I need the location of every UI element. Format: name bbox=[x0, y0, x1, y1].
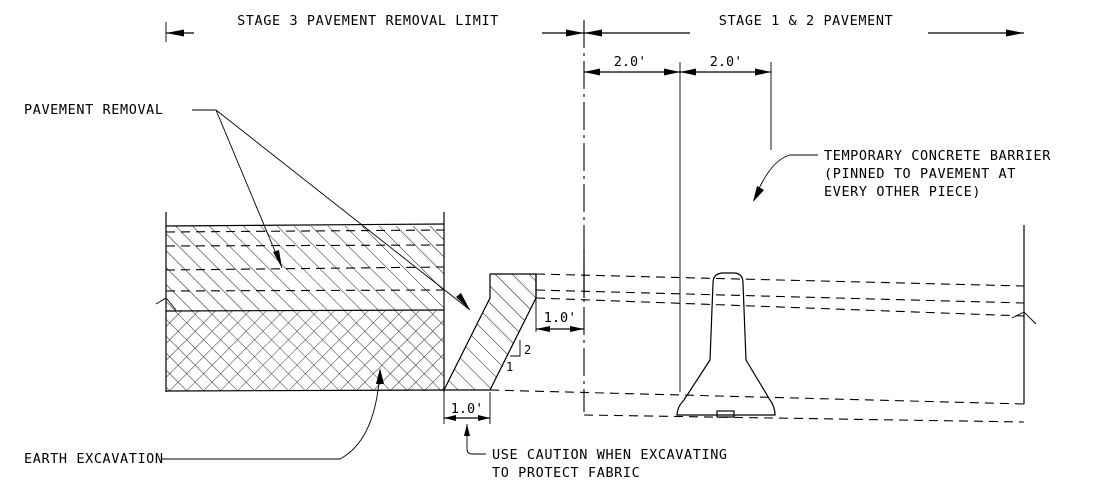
trench-section bbox=[443, 250, 585, 391]
earth-excavation-callout: EARTH EXCAVATION bbox=[24, 368, 384, 467]
existing-pavement-layers bbox=[489, 225, 1037, 423]
pavement-removal-label: PAVEMENT REMOVAL bbox=[24, 102, 164, 118]
caution-label-line2: TO PROTECT FABRIC bbox=[492, 465, 640, 481]
trench-width-label: 1.0' bbox=[451, 401, 484, 417]
barrier-label-line2: (PINNED TO PAVEMENT AT bbox=[824, 166, 1016, 182]
barrier-offset-dimension: 2.0' 2.0' bbox=[584, 54, 772, 392]
slope-rise-label: 2 bbox=[524, 343, 531, 357]
stage3-limit-label: STAGE 3 PAVEMENT REMOVAL LIMIT bbox=[237, 13, 499, 29]
barrier-width-label: 2.0' bbox=[710, 54, 743, 70]
barrier-label-line3: EVERY OTHER PIECE) bbox=[824, 184, 981, 200]
pavement-removal-block bbox=[155, 212, 445, 392]
offset-left-label: 2.0' bbox=[614, 54, 647, 70]
stage3-removal-limit-dimension: STAGE 3 PAVEMENT REMOVAL LIMIT bbox=[166, 13, 584, 40]
caution-label-line1: USE CAUTION WHEN EXCAVATING bbox=[492, 447, 728, 463]
barrier-callout: TEMPORARY CONCRETE BARRIER (PINNED TO PA… bbox=[753, 148, 1051, 202]
step-offset-dimension: 1.0' bbox=[535, 298, 584, 332]
stage12-pavement-label: STAGE 1 & 2 PAVEMENT bbox=[719, 13, 894, 29]
earth-excavation-label: EARTH EXCAVATION bbox=[24, 451, 164, 467]
barrier-label-line1: TEMPORARY CONCRETE BARRIER bbox=[824, 148, 1051, 164]
stage12-pavement-dimension: STAGE 1 & 2 PAVEMENT bbox=[584, 13, 1024, 40]
slope-indicator: 2 1 bbox=[506, 340, 531, 374]
slope-run-label: 1 bbox=[506, 360, 513, 374]
pavement-removal-callout: PAVEMENT REMOVAL bbox=[24, 102, 471, 311]
step-offset-label: 1.0' bbox=[544, 310, 577, 326]
trench-width-dimension: 1.0' bbox=[443, 392, 491, 424]
caution-callout: USE CAUTION WHEN EXCAVATING TO PROTECT F… bbox=[464, 424, 728, 481]
